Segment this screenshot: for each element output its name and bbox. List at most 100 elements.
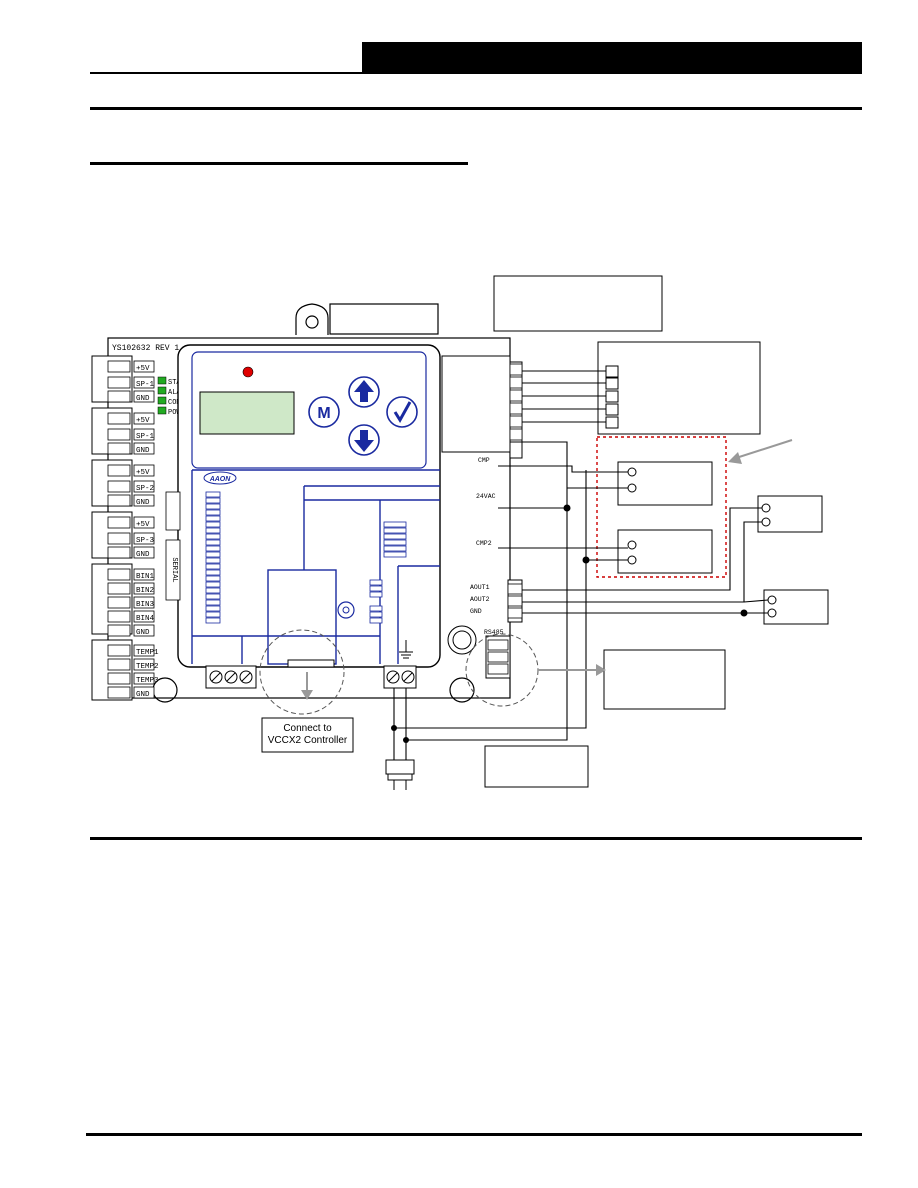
relay-slot — [509, 389, 523, 402]
dip-switch[interactable] — [383, 545, 407, 552]
terminal-label-box — [133, 360, 155, 373]
display-module: M AAON — [177, 344, 441, 668]
pin-header-pin — [205, 539, 221, 546]
rs485-slot — [487, 639, 509, 651]
down-arrow-key[interactable] — [348, 424, 380, 456]
pin-header-pin — [205, 509, 221, 516]
terminal-slot — [107, 568, 131, 581]
power-plug-icon — [385, 759, 415, 790]
right-terminal-label: RS485 — [484, 629, 504, 636]
rev-label: YS102632 REV 1 — [112, 344, 179, 353]
up-arrow-key[interactable] — [348, 376, 380, 408]
svg-text:AAON: AAON — [209, 476, 232, 483]
terminal-slot — [107, 516, 131, 529]
rotary-switch-icon — [337, 601, 355, 619]
pin-header-pin — [205, 617, 221, 624]
pin-header-pin — [205, 593, 221, 600]
terminal-label-box — [133, 390, 155, 403]
terminal-label-box — [133, 532, 155, 545]
terminal-slot — [107, 376, 131, 389]
pin-headers — [205, 491, 407, 624]
mode-key[interactable]: M — [308, 396, 340, 428]
pin-header-pin — [205, 491, 221, 498]
board-traces — [191, 469, 440, 665]
terminal-slot — [107, 412, 131, 425]
dip-switch[interactable] — [383, 533, 407, 540]
optional-devices-dashed-box — [596, 436, 727, 578]
terminal-label: SP-3 — [136, 537, 155, 545]
check-icon — [393, 401, 412, 423]
dip-switch[interactable] — [383, 527, 407, 534]
aout-slot — [507, 583, 523, 595]
pin-header-pin — [205, 551, 221, 558]
terminal-label: SP-1 — [136, 433, 155, 441]
pin-header-pin — [205, 557, 221, 564]
terminal-label-box — [133, 624, 155, 637]
terminal-label-box — [133, 596, 155, 609]
connect-callout-box — [261, 717, 354, 753]
terminal-label: BIN2 — [136, 587, 154, 595]
terminal-labels: +5VSP-1GND+5VSP-1GND+5VSP-2GND+5VSP-3GND… — [133, 360, 159, 699]
dip-switch[interactable] — [383, 539, 407, 546]
ground-icon — [399, 640, 413, 659]
terminal-label-box — [133, 582, 155, 595]
jumper-pin — [369, 611, 383, 618]
right-terminal-label: 24VAC — [476, 493, 496, 500]
terminal-label-box — [133, 644, 155, 657]
terminal-label-box — [133, 658, 155, 671]
down-arrow-icon — [354, 430, 374, 452]
pin-header-pin — [205, 599, 221, 606]
pin-header-pin — [205, 611, 221, 618]
section-rule-bottom — [90, 837, 862, 840]
wiring — [393, 370, 769, 760]
terminal-slot — [107, 644, 131, 657]
terminal-slot — [107, 686, 131, 699]
subsection-rule — [90, 162, 468, 165]
terminal-label: SP-2 — [136, 485, 154, 493]
header-bar — [362, 42, 862, 74]
relay-slot — [509, 415, 523, 428]
device-box-3 — [757, 495, 823, 533]
pin-header-pin — [205, 587, 221, 594]
right-terminal-label: AOUT2 — [470, 596, 490, 603]
terminal-slot — [107, 480, 131, 493]
jumper-pin — [369, 605, 383, 612]
lcd-screen — [199, 391, 295, 435]
header-rule — [90, 72, 362, 74]
terminal-label-box — [133, 686, 155, 699]
device-box-4 — [763, 589, 829, 625]
terminal-label: SP-1 — [136, 381, 155, 389]
terminal-slots — [107, 360, 131, 699]
terminal-slot — [107, 672, 131, 685]
footer-rule — [86, 1133, 862, 1136]
pin-header-pin — [205, 545, 221, 552]
terminal-label-box — [133, 610, 155, 623]
terminal-label: GND — [136, 395, 150, 403]
terminal-slot — [107, 596, 131, 609]
relay-slot — [509, 363, 523, 376]
terminal-slot — [107, 428, 131, 441]
terminal-label-box — [133, 546, 155, 559]
serial-header: SERIAL — [165, 491, 181, 601]
aout-slot — [507, 607, 523, 619]
terminal-slot — [107, 360, 131, 373]
status-led-red — [242, 366, 254, 378]
aaon-logo: AAON — [203, 471, 237, 485]
pin-header-pin — [205, 497, 221, 504]
rs485-slot — [487, 663, 509, 675]
relay-slot — [509, 402, 523, 415]
dip-switch[interactable] — [383, 521, 407, 528]
callout-arrows — [301, 439, 793, 700]
dip-switch[interactable] — [383, 551, 407, 558]
terminal-label-box — [133, 494, 155, 507]
enter-key[interactable] — [386, 396, 418, 428]
status-led-label: COMM — [168, 399, 185, 407]
status-led — [157, 386, 167, 395]
terminal-label: GND — [136, 691, 150, 699]
terminal-label: BIN4 — [136, 615, 155, 623]
network-note-box — [603, 649, 726, 710]
terminal-slot — [107, 582, 131, 595]
terminal-label: +5V — [136, 469, 150, 477]
terminal-slot — [107, 390, 131, 403]
